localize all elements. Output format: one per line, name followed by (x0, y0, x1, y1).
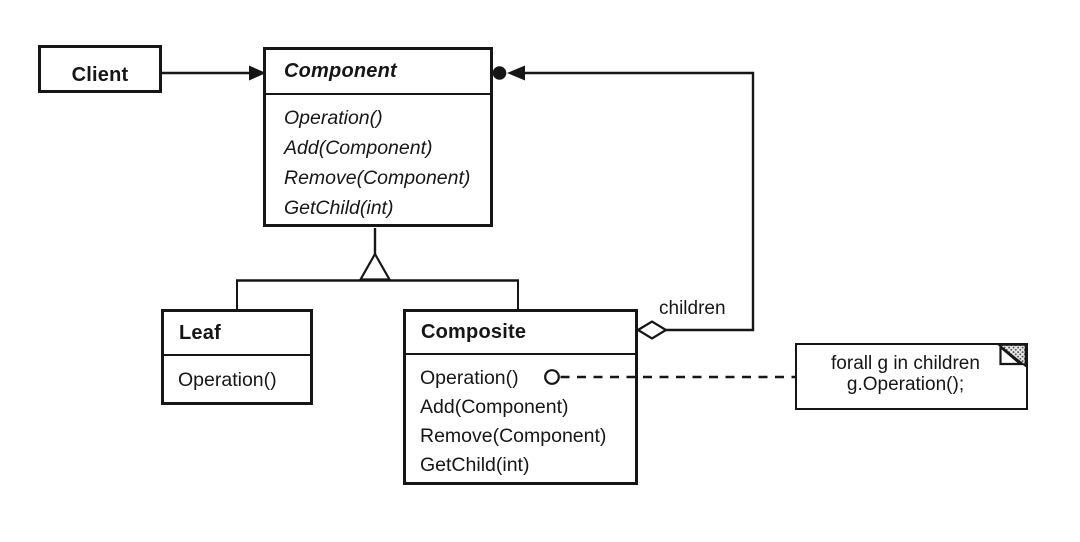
note-box: forall g in children g.Operation(); (795, 343, 1028, 410)
method-label: Operation() (178, 369, 277, 391)
inheritance-triangle-icon (358, 251, 392, 281)
method-label: GetChild(int) (284, 197, 394, 219)
method-label: Remove(Component) (284, 167, 471, 189)
method-label: GetChild(int) (420, 454, 530, 476)
note-line: forall g in children (831, 353, 980, 374)
class-box-composite: Composite Operation() Add(Component) Rem… (403, 309, 638, 485)
component-methods: Operation() Add(Component) Remove(Compon… (266, 95, 490, 223)
method-label: Add(Component) (284, 137, 433, 159)
aggregation-diamond-icon (635, 320, 669, 340)
children-association-label: children (659, 298, 726, 319)
class-box-leaf: Leaf Operation() (161, 309, 313, 405)
leaf-class-name: Leaf (164, 312, 310, 356)
generalization-links (236, 228, 519, 310)
method-label: Add(Component) (420, 396, 569, 418)
client-class-name: Client (71, 63, 129, 86)
leaf-methods: Operation() (164, 356, 310, 395)
class-box-component: Component Operation() Add(Component) Rem… (263, 47, 493, 227)
component-class-name: Component (266, 50, 490, 95)
client-component-association (162, 65, 266, 81)
note-line: g.Operation(); (846, 373, 965, 395)
method-label: Operation() (284, 107, 383, 129)
class-box-client: Client (38, 45, 162, 93)
method-label: Remove(Component) (420, 425, 607, 447)
multiplicity-many-dot (492, 66, 507, 80)
composite-class-name: Composite (406, 312, 635, 355)
method-label: Operation() (420, 367, 519, 389)
composite-methods: Operation() Add(Component) Remove(Compon… (406, 355, 635, 480)
